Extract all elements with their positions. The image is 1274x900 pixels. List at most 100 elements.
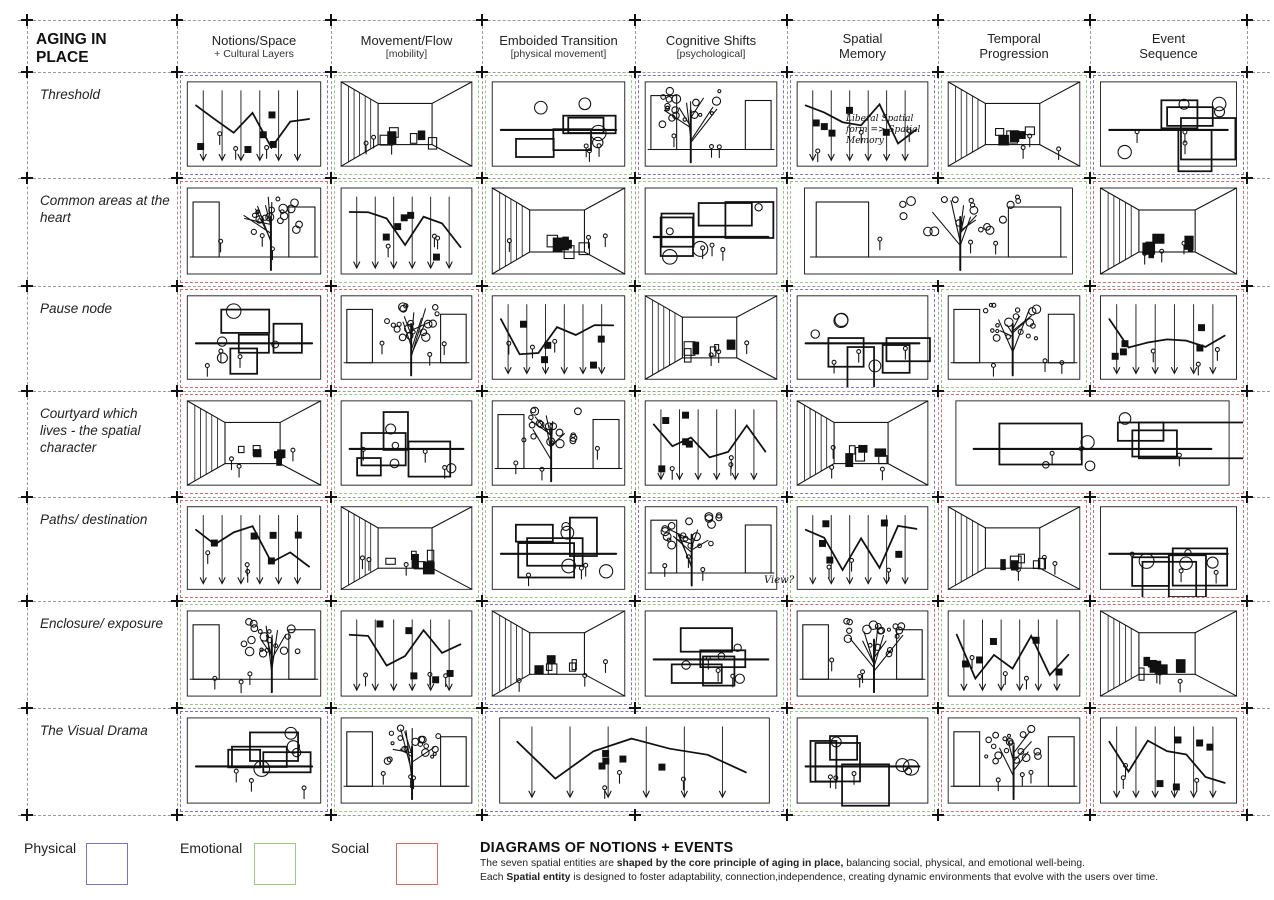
grid-row-line — [18, 708, 1270, 709]
grid-cross-marker — [171, 809, 183, 821]
column-header: Spatial Memory — [827, 31, 899, 61]
column-header-label: Event Sequence — [1139, 31, 1198, 61]
sketch-cell — [334, 500, 479, 598]
grid-cross-marker — [932, 280, 944, 292]
legend-emotional-swatch — [254, 843, 296, 885]
sketch-cell — [180, 75, 328, 175]
column-header-sub: [mobility] — [385, 48, 428, 60]
grid-cross-marker — [171, 491, 183, 503]
row-label: Enclosure/ exposure — [40, 616, 164, 631]
sketch-drawing — [491, 506, 626, 590]
sketch-drawing — [1100, 506, 1237, 597]
footer-text: is designed to foster adaptability, conn… — [570, 872, 1159, 883]
sketch-cell — [638, 394, 784, 494]
sketch-drawing — [644, 506, 778, 590]
legend-social-swatch — [396, 843, 438, 885]
grid-cross-marker — [629, 385, 641, 397]
grid-cross-marker — [476, 66, 488, 78]
sketch-drawing — [340, 187, 473, 275]
sketch-cell — [638, 75, 784, 175]
footer-text: balancing social, physical, and emotiona… — [843, 858, 1085, 869]
grid-column-line — [27, 16, 28, 816]
grid-cross-marker — [1084, 702, 1096, 714]
grid-cross-marker — [781, 491, 793, 503]
sketch-drawing — [947, 81, 1081, 167]
sketch-cell — [180, 394, 328, 494]
legend-physical-label: Physical — [24, 840, 77, 856]
column-header: Cognitive Shifts[psychological] — [635, 33, 787, 60]
grid-cross-marker — [629, 809, 641, 821]
sketch-cell — [941, 75, 1087, 175]
sketch-drawing — [796, 610, 929, 697]
footer-emphasis: shaped by the core principle of aging in… — [616, 858, 844, 869]
column-header-label: Notions/Space — [211, 33, 297, 48]
sketch-cell — [1093, 711, 1244, 812]
sketch-drawing — [186, 610, 322, 697]
grid-cross-marker — [476, 172, 488, 184]
grid-cross-marker — [21, 595, 33, 607]
grid-cross-marker — [629, 280, 641, 292]
sketch-cell — [790, 711, 935, 812]
sketch-drawing — [947, 717, 1081, 804]
grid-cross-marker — [629, 702, 641, 714]
grid-cross-marker — [171, 172, 183, 184]
sketch-cell — [334, 711, 479, 812]
sketch-cell — [180, 181, 328, 283]
sketch-drawing — [644, 187, 778, 275]
grid-cross-marker — [629, 14, 641, 26]
grid-cross-marker — [629, 66, 641, 78]
sketch-cell — [180, 289, 328, 388]
grid-cross-marker — [781, 14, 793, 26]
grid-cross-marker — [325, 14, 337, 26]
sketch-cell — [790, 75, 935, 175]
grid-column-line — [938, 16, 939, 816]
grid-cross-marker — [932, 491, 944, 503]
sketch-cell — [180, 711, 328, 812]
grid-cross-marker — [325, 702, 337, 714]
column-header: Event Sequence — [1133, 31, 1205, 61]
sketch-cell — [334, 181, 479, 283]
grid-row-line — [18, 72, 1270, 73]
column-header: Temporal Progression — [978, 31, 1050, 61]
grid-cross-marker — [476, 595, 488, 607]
sketch-cell — [485, 181, 632, 283]
column-header-label: Spatial Memory — [839, 31, 886, 61]
grid-cross-marker — [1084, 809, 1096, 821]
grid-cross-marker — [171, 280, 183, 292]
grid-cross-marker — [932, 385, 944, 397]
grid-cross-marker — [21, 491, 33, 503]
sketch-cell — [180, 500, 328, 598]
sketch-cell — [180, 604, 328, 705]
sketch-drawing — [186, 81, 322, 167]
grid-cross-marker — [932, 595, 944, 607]
grid-cross-marker — [781, 280, 793, 292]
sketch-cell — [638, 500, 784, 598]
sketch-cell — [334, 394, 479, 494]
sketch-annotation: Liberal Spatial form => Spatial Memory — [846, 114, 921, 146]
grid-cross-marker — [21, 66, 33, 78]
sketch-cell — [1093, 500, 1244, 598]
grid-cross-marker — [325, 280, 337, 292]
column-header-label: Movement/Flow — [360, 33, 453, 48]
sketch-annotation: View? — [764, 575, 795, 586]
grid-cross-marker — [781, 385, 793, 397]
sketch-cell — [790, 181, 1087, 283]
grid-cross-marker — [21, 385, 33, 397]
sketch-drawing — [186, 295, 322, 380]
sketch-drawing — [1099, 81, 1238, 173]
grid-cross-marker — [629, 172, 641, 184]
sketch-drawing — [947, 610, 1081, 697]
grid-cross-marker — [781, 809, 793, 821]
sketch-cell — [790, 604, 935, 705]
sketch-drawing — [186, 506, 322, 590]
sketch-cell — [638, 604, 784, 705]
grid-row-line — [18, 601, 1270, 602]
sketch-drawing — [491, 400, 626, 486]
footer-heading: DIAGRAMS OF NOTIONS + EVENTS — [480, 840, 734, 856]
sketch-drawing — [644, 81, 778, 167]
sketch-drawing — [644, 610, 778, 697]
column-header: Movement/Flow[mobility] — [331, 33, 482, 60]
sketch-drawing — [796, 295, 931, 387]
grid-cross-marker — [1084, 280, 1096, 292]
